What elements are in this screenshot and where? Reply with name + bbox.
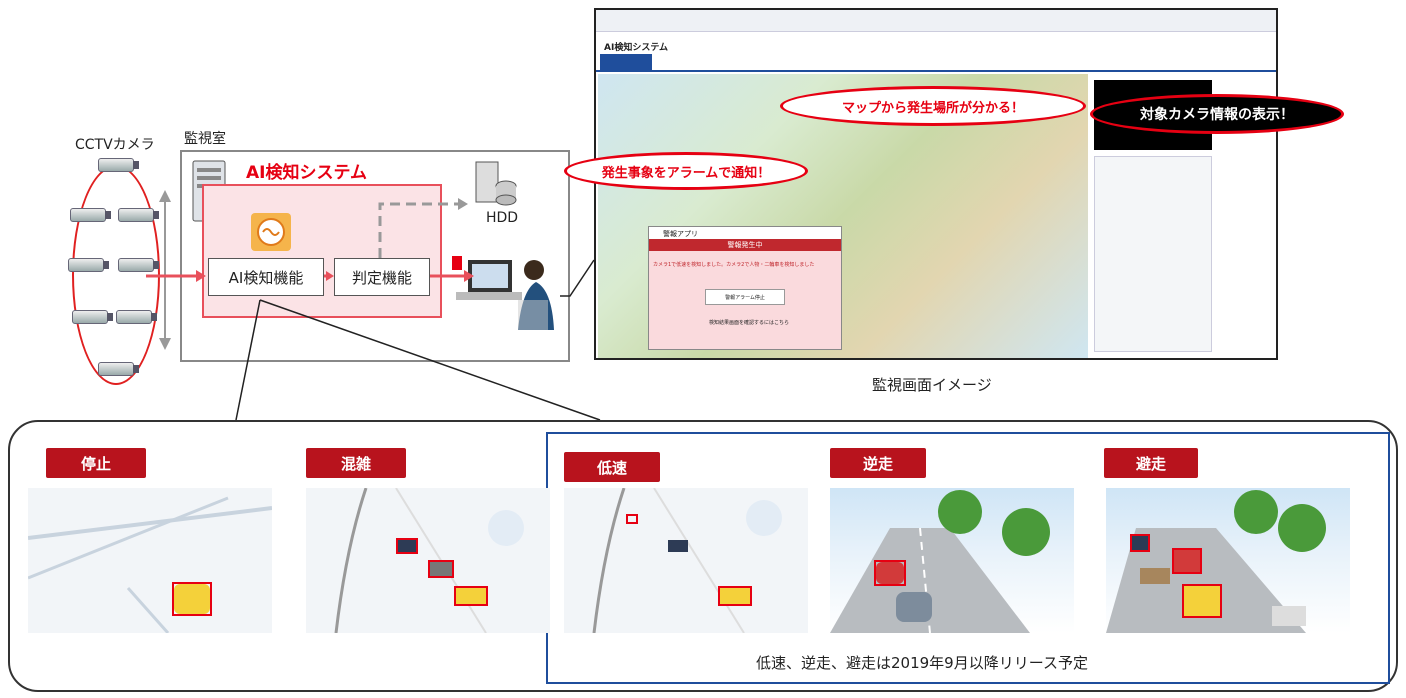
judgement-function: 判定機能 [334, 258, 430, 296]
bubble-map: マップから発生場所が分かる！ [780, 86, 1086, 126]
detection-box [626, 514, 638, 524]
detection-box [718, 586, 752, 606]
alert-title: 警報アプリ [663, 230, 698, 238]
detection-box [396, 538, 418, 554]
scene-congestion [306, 488, 550, 633]
hdd-label: HDD [486, 210, 519, 226]
camera-icon [72, 310, 113, 324]
scene-avoidance [1106, 488, 1350, 633]
browser-toolbar [596, 10, 1276, 32]
scene-avoidance-road [1106, 490, 1326, 633]
scene-stop [28, 488, 272, 633]
detection-box [1182, 584, 1222, 618]
camera-info-panel [1094, 156, 1212, 352]
event-tag-stop: 停止 [46, 448, 146, 478]
event-tag-congestion: 混雑 [306, 448, 406, 478]
alert-stop-button[interactable]: 警報アラーム停止 [705, 289, 785, 305]
cctv-label: CCTVカメラ [75, 137, 155, 153]
detection-box [454, 586, 488, 606]
alert-message: カメラ1で低速を検知しました。カメラ2で人物・二輪車を検知しました [653, 262, 815, 268]
app-title: AI検知システム [604, 43, 669, 53]
camera-icon [116, 310, 157, 324]
event-tag-wrong-way: 逆走 [830, 448, 926, 478]
tab-underline [596, 70, 1276, 72]
brain-icon [251, 213, 291, 251]
release-note: 低速、逆走、避走は2019年9月以降リリース予定 [756, 654, 1088, 672]
detection-box [172, 582, 212, 616]
event-tag-slow: 低速 [564, 452, 660, 482]
detection-box [428, 560, 454, 578]
event-tag-avoidance: 避走 [1104, 448, 1198, 478]
scene-slow-road [592, 488, 782, 633]
screen-caption: 監視画面イメージ [872, 376, 992, 394]
alert-body: カメラ1で低速を検知しました。カメラ2で人物・二輪車を検知しました 警報アラーム… [649, 251, 841, 349]
system-title: AI検知システム [246, 163, 367, 183]
camera-icon [70, 208, 111, 222]
camera-icon [118, 208, 159, 222]
scene-wrong-way [830, 488, 1074, 633]
tab-map[interactable] [600, 54, 652, 70]
ai-detection-function: AI検知機能 [208, 258, 324, 296]
camera-icon [98, 158, 139, 172]
camera-icon [118, 258, 159, 272]
alert-header: 警報発生中 [649, 239, 841, 251]
detection-box [1172, 548, 1202, 574]
scene-slow [564, 488, 808, 633]
operator-icon [452, 256, 554, 330]
room-label: 監視室 [184, 131, 226, 147]
bubble-alarm: 発生事象をアラームで通知！ [564, 152, 808, 190]
scene-wrong-way-road [830, 490, 1050, 633]
camera-range-arrow [159, 190, 171, 350]
scene-stop-road [28, 496, 272, 633]
camera-icon [68, 258, 109, 272]
detection-box [1130, 534, 1150, 552]
bubble-camera: 対象カメラ情報の表示！ [1090, 94, 1344, 134]
hdd-icon [475, 161, 517, 206]
camera-icon [98, 362, 139, 376]
alert-dialog: 警報アプリ 警報発生中 カメラ1で低速を検知しました。カメラ2で人物・二輪車を検… [648, 226, 842, 350]
alert-result-link[interactable]: 検知結果画面を確認するにはこちら [708, 320, 789, 326]
detection-box [874, 560, 906, 586]
